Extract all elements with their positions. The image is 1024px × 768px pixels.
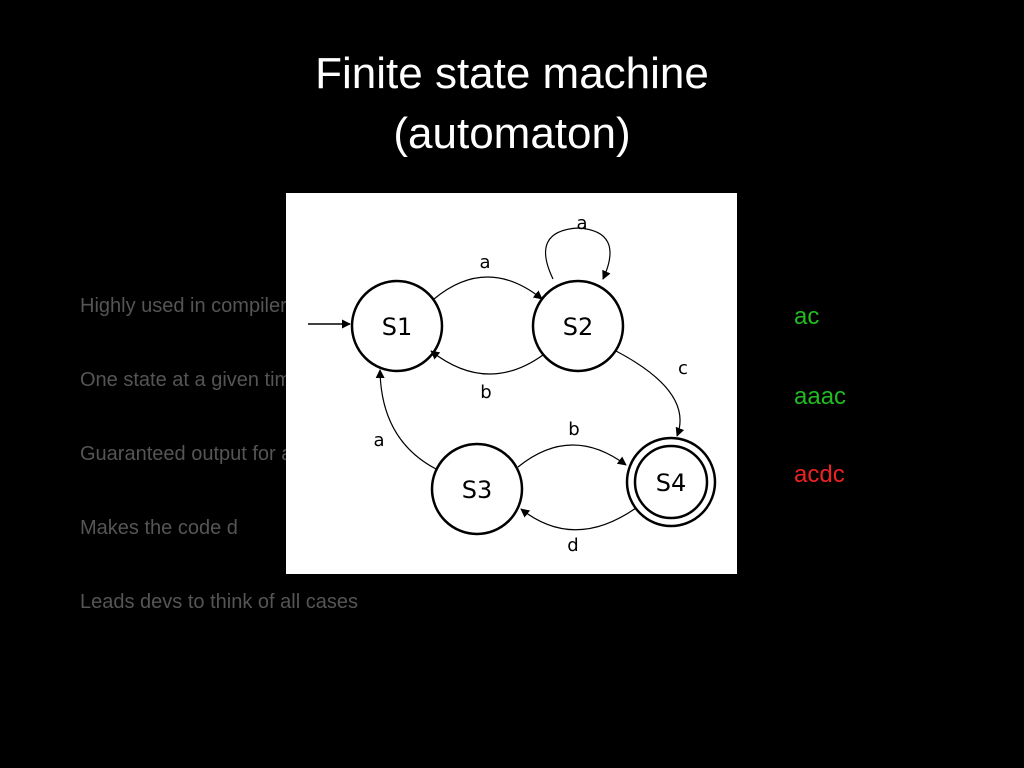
transition-s3-s4-label: b [568,419,579,440]
transition-s2-s2-label: a [576,213,587,234]
transition-s2-s1-label: b [480,382,491,403]
state-s3-label: S3 [462,476,493,504]
bullet-item: Leads devs to think of all cases [80,591,358,613]
transition-s1-s2-label: a [479,252,490,273]
transition-s3-s1-label: a [373,430,384,451]
example-input: aaac [794,383,847,410]
transition-s2-s1 [430,350,544,375]
slide-title-line-1: Finite state machine [315,49,709,98]
transition-s3-s1 [375,369,437,470]
transition-s3-s4 [517,444,627,468]
transition-s2-s4 [615,350,685,437]
transition-s4-s3-label: d [567,535,578,556]
example-input: ac [794,303,820,330]
bullet-item: Makes the code d [80,517,238,539]
example-input: acdc [794,461,845,488]
state-s1: S1 [350,279,444,373]
slide-title: Finite state machine (automaton) [0,44,1024,164]
transition-s4-s3 [520,507,637,531]
state-machine-diagram: S1 S2 S3 S4 a a b c a b d [286,193,737,574]
bullet-item: One state at a given time [80,369,303,391]
state-s2: S2 [531,279,625,373]
slide-title-line-2: (automaton) [393,109,631,158]
transition-s2-s2 [544,227,611,280]
state-s3: S3 [430,442,524,536]
state-s2-label: S2 [563,313,594,341]
state-s1-label: S1 [382,313,413,341]
state-s4-label: S4 [656,469,687,497]
transition-s1-s2 [433,276,543,300]
transition-s2-s4-label: c [678,358,688,379]
state-s4: S4 [625,436,717,528]
